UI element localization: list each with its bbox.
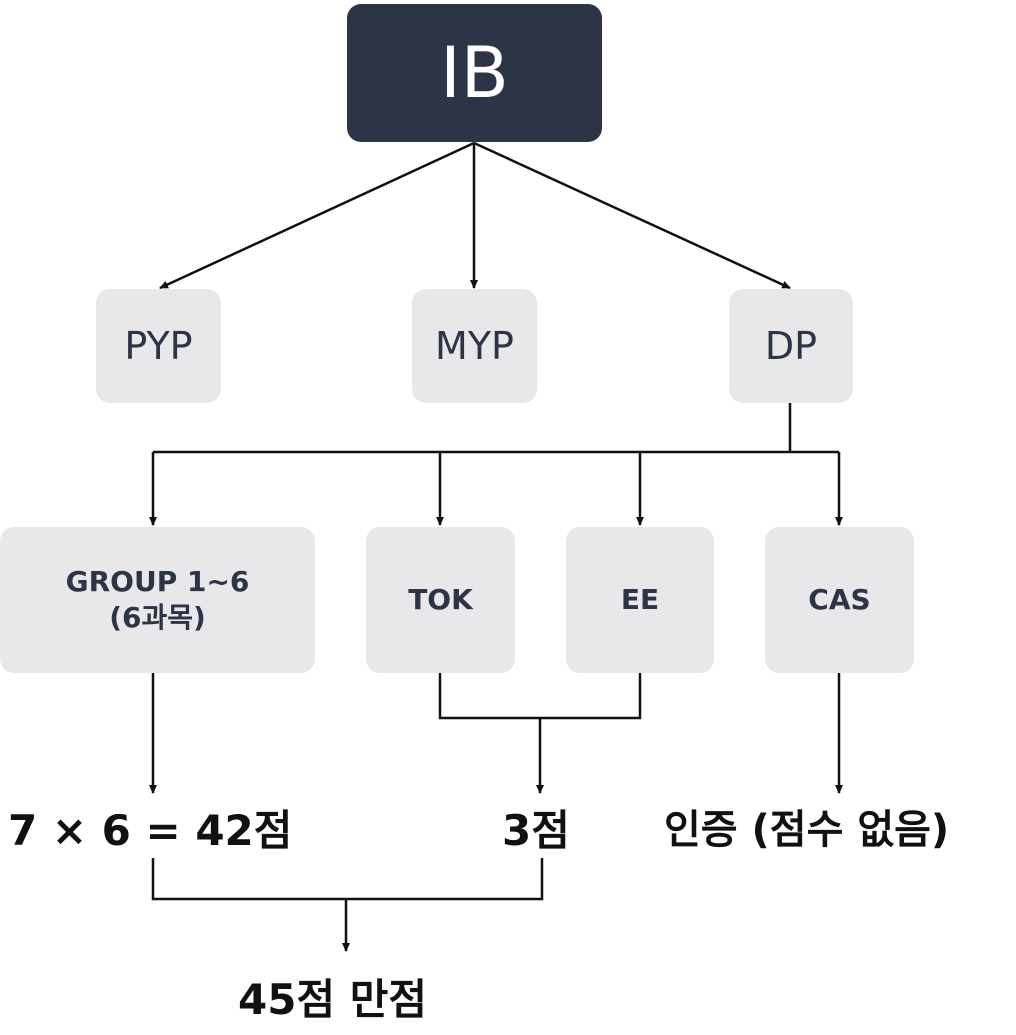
score-groups: 7 × 6 = 42점 — [8, 806, 293, 855]
score-tok-ee: 3점 — [502, 806, 570, 855]
component-label-cas: CAS — [808, 582, 871, 616]
component-box-groups: GROUP 1~6 (6과목) — [0, 527, 315, 673]
ib-root-box: IB — [347, 4, 602, 142]
component-label-groups-line2: (6과목) — [109, 601, 206, 634]
tok-ee-bracket — [438, 673, 642, 720]
programme-box-pyp: PYP — [96, 289, 221, 403]
total-bracket — [151, 858, 544, 901]
component-label-ee: EE — [620, 582, 660, 616]
score-total: 45점 만점 — [238, 975, 427, 1024]
programme-box-dp: DP — [729, 289, 853, 403]
component-box-ee: EE — [566, 527, 714, 673]
arrow-ib-to-pyp — [159, 141, 475, 290]
component-box-cas: CAS — [765, 527, 914, 673]
component-label-tok: TOK — [408, 582, 473, 616]
component-label-groups-line1: GROUP 1~6 — [65, 564, 250, 598]
ib-root-label: IB — [440, 32, 509, 114]
component-box-tok: TOK — [366, 527, 515, 673]
programme-label-pyp: PYP — [124, 324, 193, 368]
programme-box-myp: MYP — [412, 289, 537, 403]
programme-label-dp: DP — [764, 324, 818, 368]
score-cas-certification: 인증 (점수 없음) — [664, 807, 950, 853]
arrow-ib-to-dp — [473, 141, 791, 290]
programme-label-myp: MYP — [435, 324, 514, 368]
